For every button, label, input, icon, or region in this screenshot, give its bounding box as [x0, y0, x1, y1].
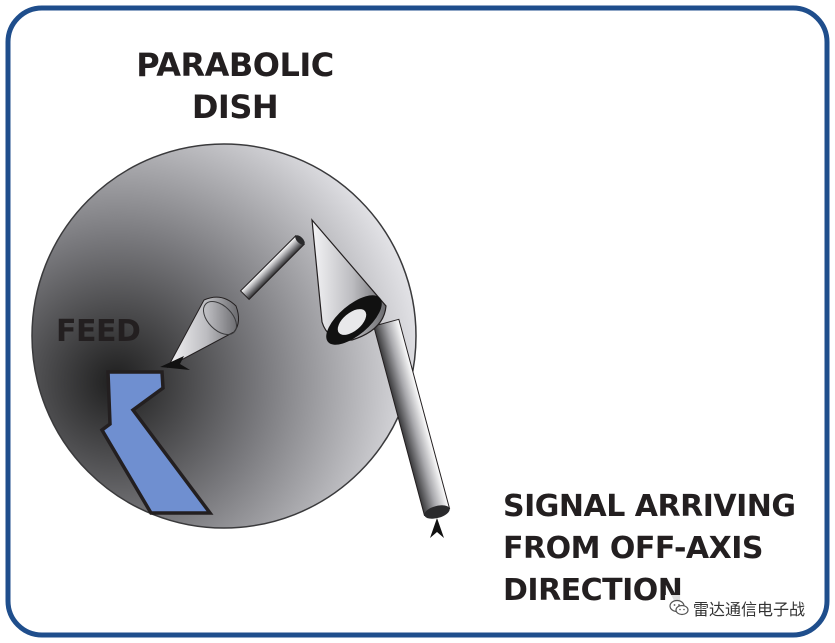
parabolic-dish-label: PARABOLIC DISH — [130, 44, 340, 128]
dish-label-line1: PARABOLIC — [136, 46, 334, 84]
reflected-signal-arrow — [160, 235, 305, 370]
watermark: 雷达通信电子战 — [664, 595, 809, 621]
watermark-text: 雷达通信电子战 — [692, 600, 805, 619]
wechat-icon — [669, 599, 689, 616]
incoming-signal-arrow — [311, 218, 451, 538]
feed-horn-shape — [99, 370, 214, 515]
feed-label: FEED — [56, 314, 141, 349]
signal-label: SIGNAL ARRIVING FROM OFF-AXIS DIRECTION — [503, 486, 796, 612]
signal-label-line3: DIRECTION — [503, 573, 683, 608]
dish-label-line2: DISH — [191, 88, 279, 126]
signal-label-line1: SIGNAL ARRIVING — [503, 489, 796, 524]
signal-label-line2: FROM OFF-AXIS — [503, 531, 764, 566]
